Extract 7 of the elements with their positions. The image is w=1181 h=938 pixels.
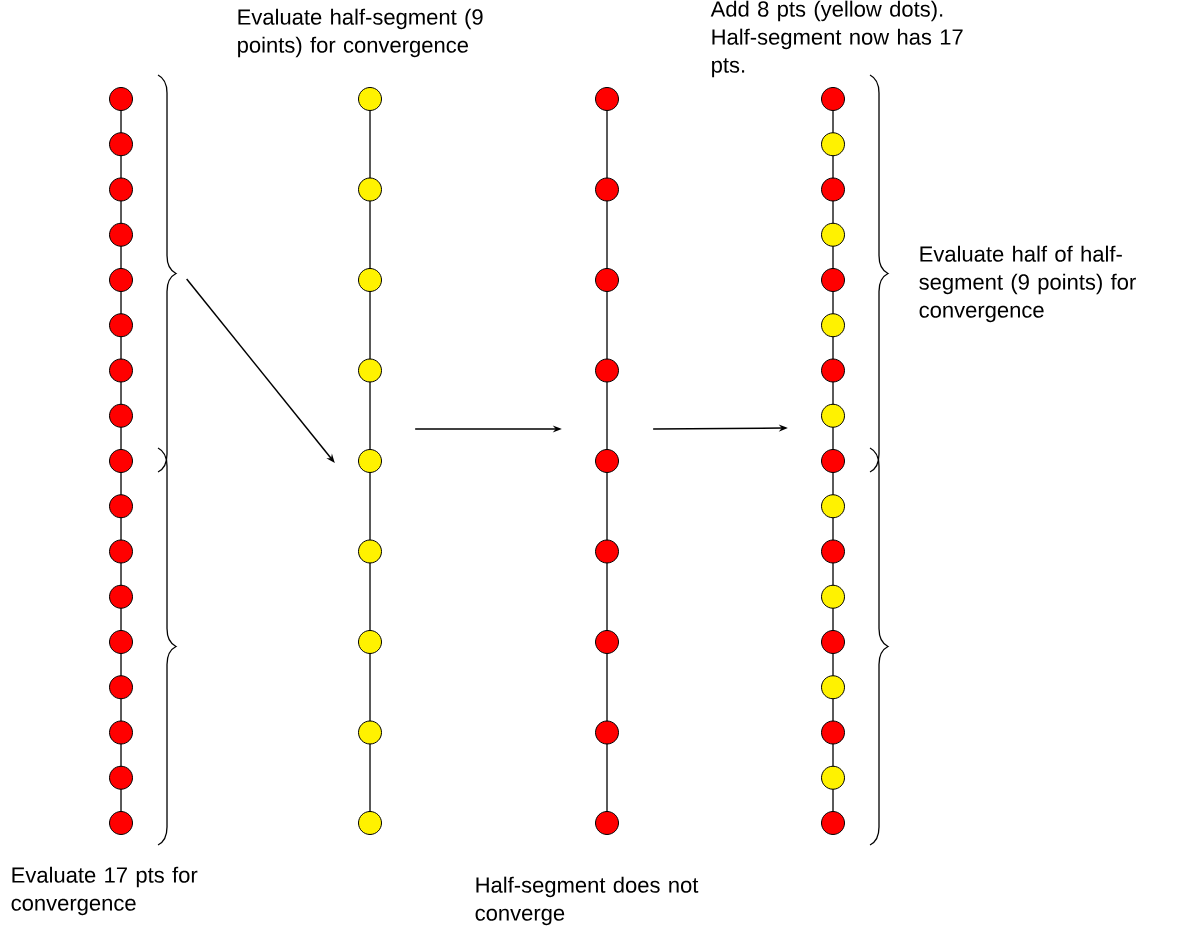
dot-column-drawing (595, 87, 619, 835)
note-text: Add 8 pts (yellow dots). Half-segment now has 17 pts. (710, 0, 963, 78)
dot-column-drawing (821, 74, 889, 846)
arrow (185, 278, 335, 463)
note-text: Evaluate half-segment (9 points) for convergence (238, 8, 483, 58)
dot-column-drawing (109, 74, 177, 846)
dot-column-drawing (358, 87, 382, 835)
